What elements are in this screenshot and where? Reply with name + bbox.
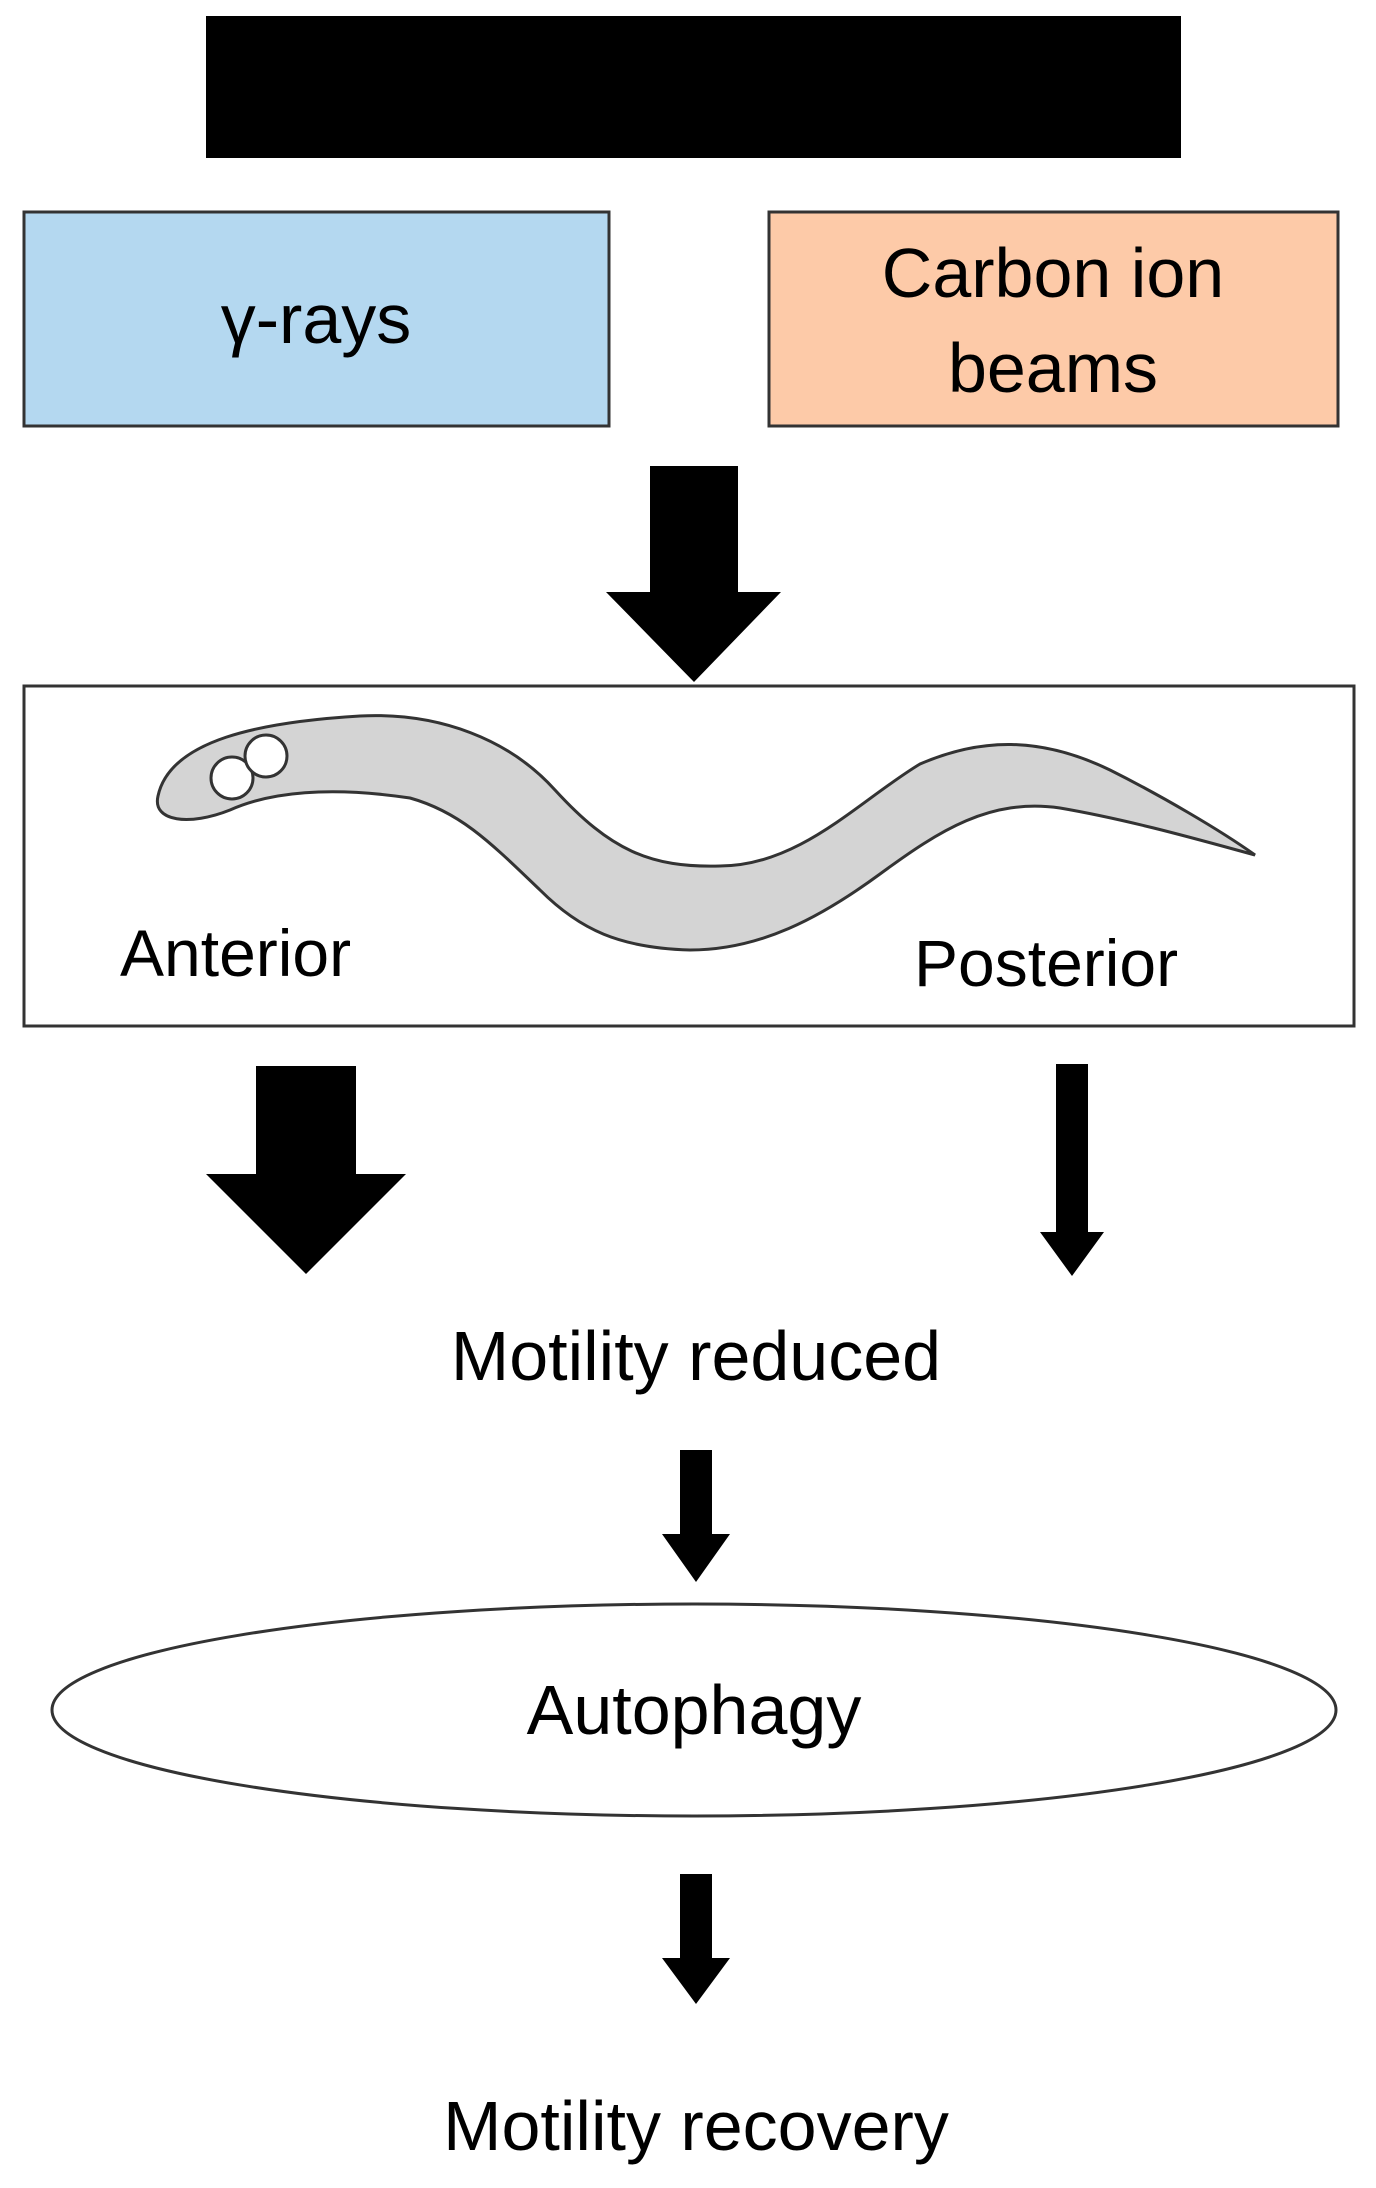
autophagy-label: Autophagy bbox=[527, 1671, 862, 1749]
anterior-label: Anterior bbox=[120, 916, 351, 990]
c-elegans-worm-icon bbox=[155, 714, 1256, 952]
down-arrow-icon bbox=[662, 1874, 730, 2004]
motility-recovery-label: Motility recovery bbox=[443, 2087, 949, 2165]
motility-reduced-label: Motility reduced bbox=[451, 1317, 941, 1395]
down-arrow-icon bbox=[606, 466, 781, 682]
gamma-rays-box bbox=[22, 210, 611, 428]
title-background bbox=[206, 16, 1181, 158]
carbon-ion-label-line2: beams bbox=[948, 329, 1158, 407]
worm-nucleus-icon bbox=[209, 755, 255, 801]
carbon-ion-beams-box bbox=[767, 210, 1340, 428]
worm-nucleus-icon bbox=[243, 733, 289, 779]
autophagy-ellipse bbox=[50, 1602, 1338, 1818]
carbon-ion-label-line1: Carbon ion bbox=[882, 234, 1224, 312]
diagram-title: High Dose Irradiation bbox=[278, 42, 1107, 133]
down-arrow-icon bbox=[662, 1450, 730, 1582]
posterior-label: Posterior bbox=[914, 926, 1178, 1000]
gamma-rays-label: γ-rays bbox=[221, 280, 412, 358]
down-arrow-icon bbox=[1040, 1064, 1104, 1276]
down-arrow-icon bbox=[206, 1066, 406, 1274]
